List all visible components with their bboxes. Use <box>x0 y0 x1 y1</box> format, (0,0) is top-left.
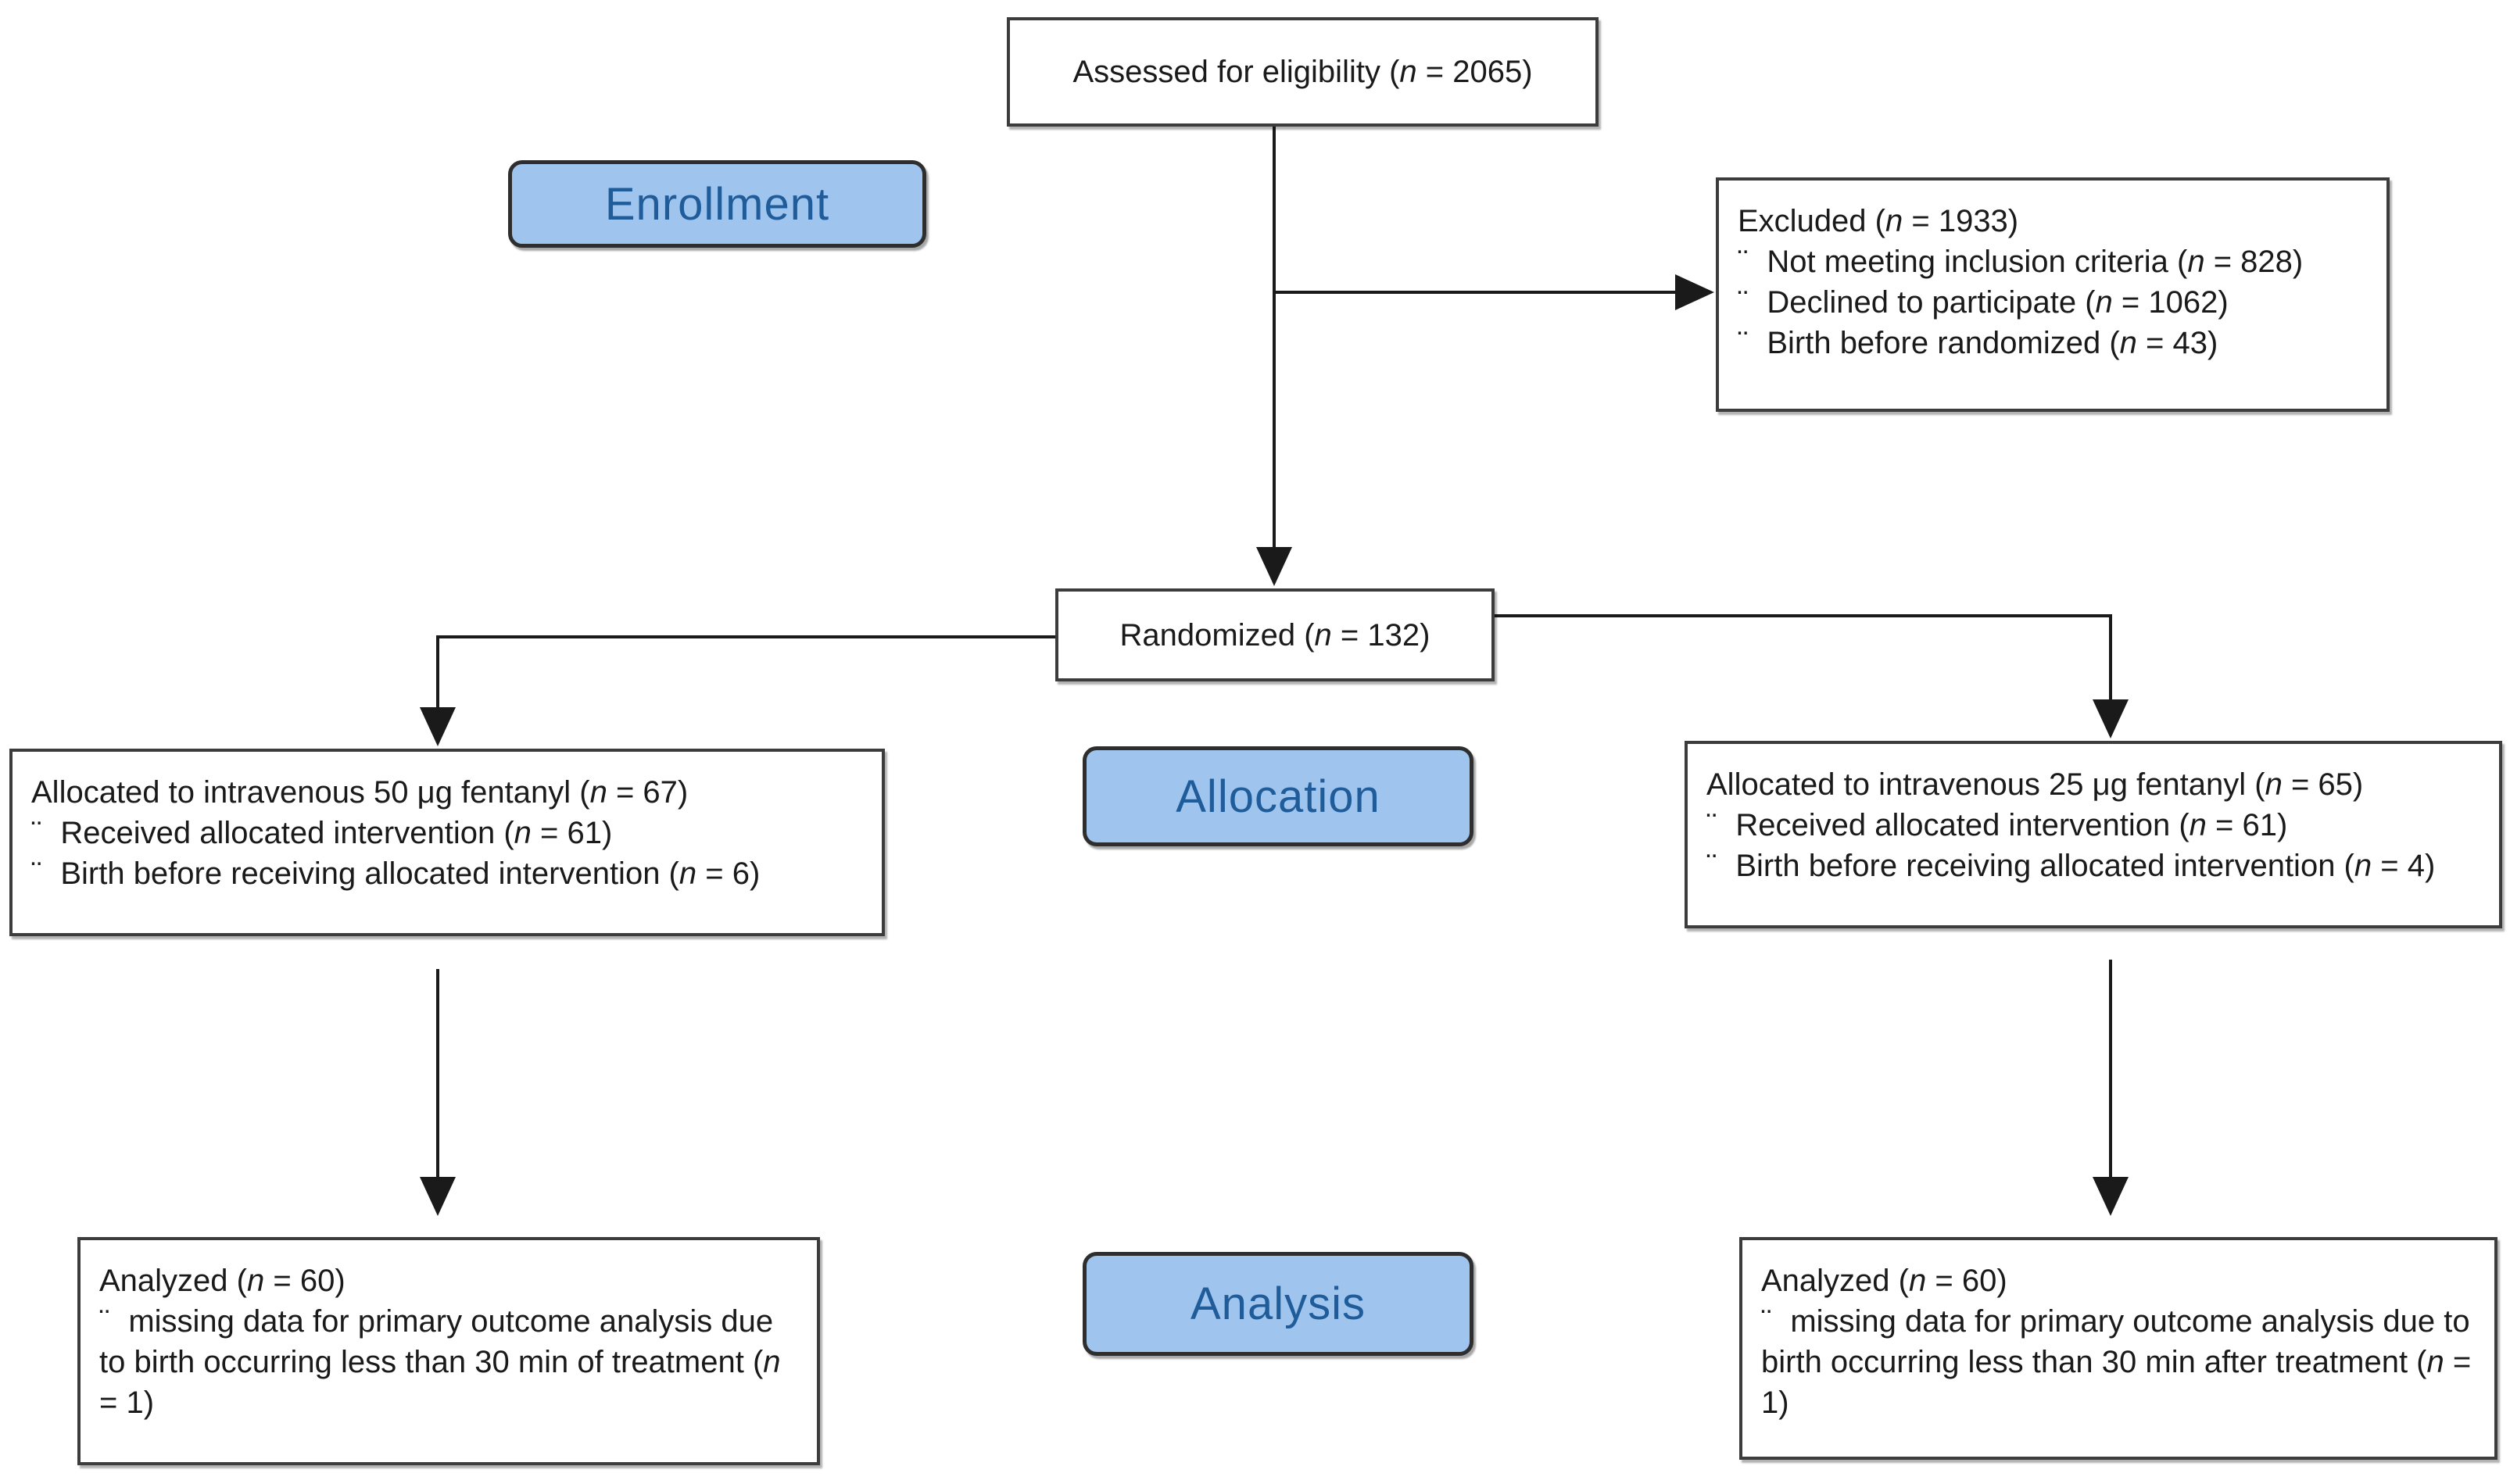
bullet-glyph: ¨ <box>1706 849 1717 883</box>
arrowhead-randomized <box>1256 547 1292 586</box>
bullet-glyph: ¨ <box>1706 808 1717 842</box>
assessed-box: Assessed for eligibility (n = 2065) <box>1007 17 1599 127</box>
allocated-right-box: Allocated to intravenous 25 μg fentanyl … <box>1685 741 2502 928</box>
bullet-glyph: ¨ <box>31 856 42 891</box>
analyzed-left-box: Analyzed (n = 60) ¨missing data for prim… <box>77 1237 820 1465</box>
allocated-left-box: Allocated to intravenous 50 μg fentanyl … <box>9 749 885 936</box>
excluded-bullet: ¨Declined to participate (n = 1062) <box>1738 282 2366 323</box>
arrow-randomized-to-left <box>436 635 1055 710</box>
randomized-text: Randomized (n = 132) <box>1119 617 1430 653</box>
stage-allocation-label: Allocation <box>1176 771 1380 822</box>
arrowhead-excluded <box>1675 274 1714 310</box>
bullet-glyph: ¨ <box>1738 326 1749 360</box>
bullet-glyph: ¨ <box>1738 285 1749 320</box>
allocated-right-title: Allocated to intravenous 25 μg fentanyl … <box>1706 767 2364 802</box>
bullet-glyph: ¨ <box>1738 245 1749 279</box>
analyzed-right-title: Analyzed (n = 60) <box>1761 1264 2007 1298</box>
analyzed-left-title: Analyzed (n = 60) <box>99 1264 346 1298</box>
allocated-left-bullet: ¨Received allocated intervention (n = 61… <box>31 813 861 853</box>
stage-analysis-label: Analysis <box>1191 1278 1366 1329</box>
excluded-title: Excluded (n = 1933) <box>1738 204 2019 238</box>
analyzed-left-bullet: ¨missing data for primary outcome analys… <box>99 1301 797 1423</box>
allocated-left-title: Allocated to intravenous 50 μg fentanyl … <box>31 775 689 810</box>
allocated-right-bullet: ¨Received allocated intervention (n = 61… <box>1706 805 2479 846</box>
analyzed-right-bullet: ¨missing data for primary outcome analys… <box>1761 1301 2474 1423</box>
stage-analysis: Analysis <box>1083 1252 1473 1356</box>
randomized-box: Randomized (n = 132) <box>1055 588 1495 681</box>
bullet-glyph: ¨ <box>1761 1304 1772 1339</box>
allocated-right-bullet: ¨Birth before receiving allocated interv… <box>1706 846 2479 886</box>
allocated-left-bullet: ¨Birth before receiving allocated interv… <box>31 853 861 894</box>
excluded-bullet: ¨Birth before randomized (n = 43) <box>1738 323 2366 363</box>
analyzed-right-box: Analyzed (n = 60) ¨missing data for prim… <box>1739 1237 2497 1460</box>
arrowhead-analyzed-right <box>2093 1177 2129 1216</box>
arrowhead-allocated-right <box>2093 699 2129 738</box>
stage-enrollment-label: Enrollment <box>604 178 830 230</box>
excluded-box: Excluded (n = 1933) ¨Not meeting inclusi… <box>1716 177 2390 412</box>
bullet-glyph: ¨ <box>31 816 42 850</box>
stage-allocation: Allocation <box>1083 746 1473 846</box>
assessed-text: Assessed for eligibility (n = 2065) <box>1072 55 1533 89</box>
arrow-randomized-to-right <box>1495 614 2112 702</box>
arrowhead-allocated-left <box>420 707 456 746</box>
arrowhead-analyzed-left <box>420 1177 456 1216</box>
bullet-glyph: ¨ <box>99 1304 110 1339</box>
excluded-bullet: ¨Not meeting inclusion criteria (n = 828… <box>1738 241 2366 282</box>
stage-enrollment: Enrollment <box>508 160 926 248</box>
